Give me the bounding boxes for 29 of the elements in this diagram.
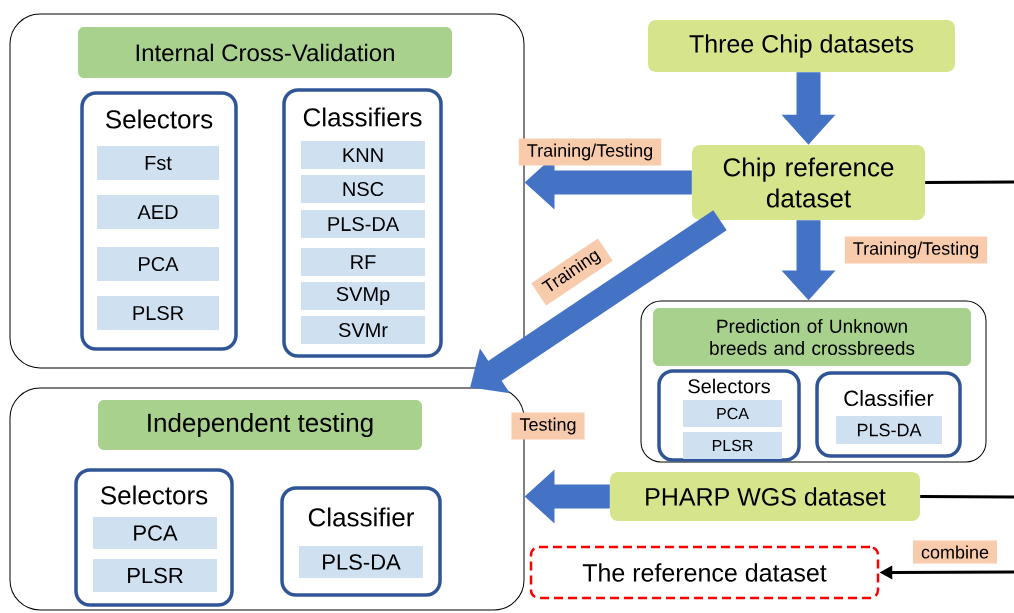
edge-label: Testing bbox=[511, 412, 585, 440]
dashed-box: The reference dataset bbox=[529, 545, 880, 600]
dataset-box: Three Chip datasets bbox=[648, 20, 955, 72]
edge-label: combine bbox=[913, 540, 998, 564]
method-cell: PLS-DA bbox=[301, 210, 425, 238]
method-cell: PLSR bbox=[97, 296, 219, 330]
method-cell: PCA bbox=[93, 517, 217, 549]
method-cell: PLSR bbox=[93, 559, 217, 592]
connector-line bbox=[925, 180, 1014, 184]
method-cell: PCA bbox=[97, 247, 219, 281]
method-cell: PLSR bbox=[683, 432, 782, 459]
dataset-box: Chip reference dataset bbox=[692, 145, 925, 220]
method-cell: PLS-DA bbox=[836, 416, 942, 444]
method-cell: Fst bbox=[97, 146, 219, 180]
method-cell: AED bbox=[97, 195, 219, 229]
heading-band: Independent testing bbox=[98, 400, 422, 450]
method-cell: SVMr bbox=[301, 316, 425, 344]
method-cell: PCA bbox=[683, 400, 782, 427]
method-cell: NSC bbox=[301, 175, 425, 203]
method-cell: PLS-DA bbox=[299, 546, 423, 578]
heading-band: Internal Cross-Validation bbox=[78, 27, 452, 78]
method-cell: KNN bbox=[301, 141, 425, 169]
connector-line bbox=[920, 495, 1014, 499]
edge-label: Training/Testing bbox=[844, 236, 988, 264]
method-cell: SVMp bbox=[301, 282, 425, 310]
heading-band: Prediction of Unknown breeds and crossbreeds bbox=[653, 308, 971, 366]
method-cell: RF bbox=[301, 248, 425, 276]
edge-label: Training/Testing bbox=[518, 138, 662, 166]
dataset-box: PHARP WGS dataset bbox=[610, 472, 920, 521]
